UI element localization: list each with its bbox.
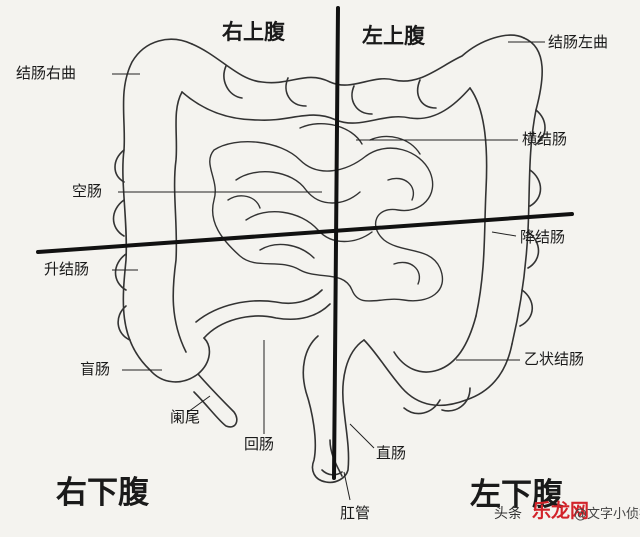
large-intestine-outline [112,34,546,484]
label-ascending-colon: 升结肠 [44,260,90,278]
label-descending-colon: 降结肠 [520,228,566,246]
quadrant-right-lower: 右下腹 [56,475,149,511]
label-ileum: 回肠 [244,435,275,453]
label-anal-canal: 肛管 [340,504,371,522]
label-rectum: 直肠 [376,444,407,462]
label-jejunum: 空肠 [72,182,103,200]
quadrant-lines [36,6,574,480]
vertical-midline [332,6,340,480]
small-intestine-coils [209,123,443,302]
watermark-prefix: 头条 [494,506,522,522]
quadrant-left-upper: 左上腹 [362,24,425,48]
leader-descending-colon [491,231,517,237]
watermark-brand: 乐龙网 [532,500,590,522]
leader-rectum [349,423,375,449]
label-transverse-colon: 横结肠 [522,130,568,148]
quadrant-left-lower: 左下腹 [470,477,563,513]
label-splenic-flexure: 结肠左曲 [548,33,609,51]
leader-appendix [187,395,211,413]
quadrant-right-upper: 右上腹 [222,20,285,44]
leader-anal-canal [343,471,351,501]
horizontal-line [36,212,574,254]
label-cecum: 盲肠 [80,360,111,378]
watermark-suffix: @文字小侦探 [574,507,640,522]
label-hepatic-flexure: 结肠右曲 [16,64,77,82]
label-appendix: 阑尾 [170,408,201,426]
leader-lines [112,41,545,501]
label-sigmoid-colon: 乙状结肠 [524,350,585,368]
